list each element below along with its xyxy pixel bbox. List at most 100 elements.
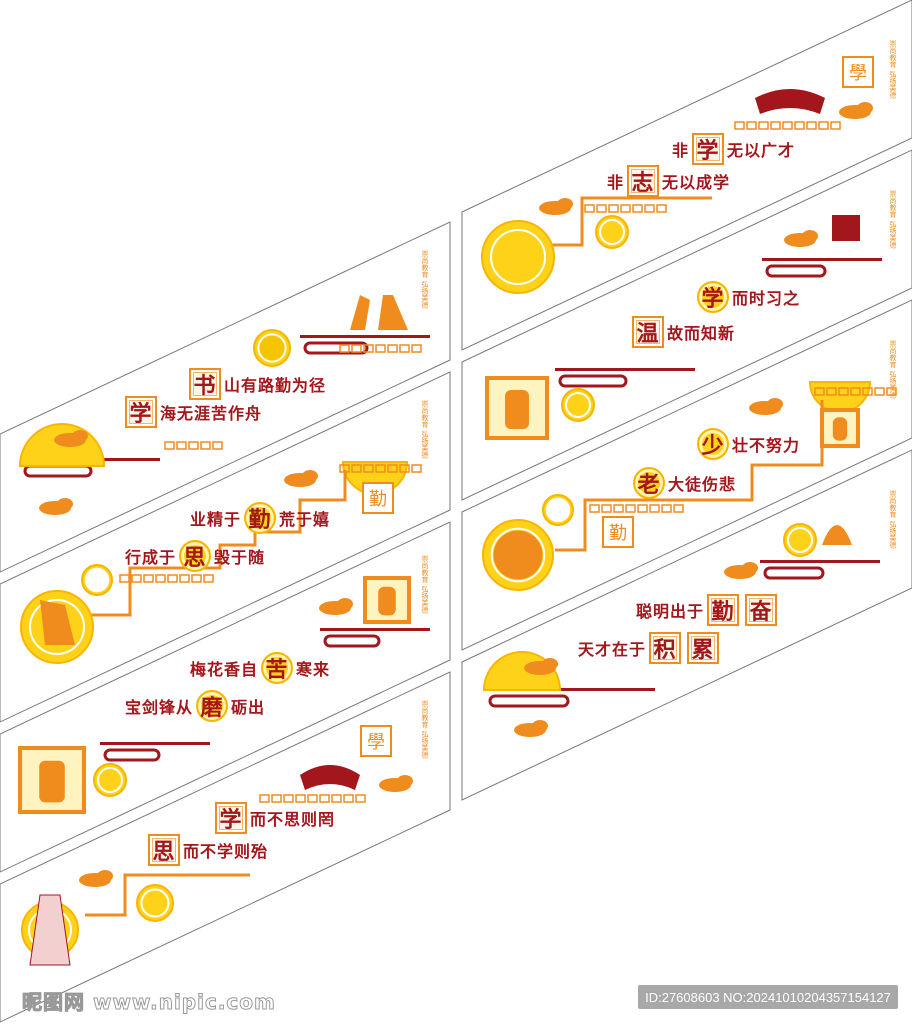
key-character: 学 <box>697 281 729 313</box>
book-icon <box>832 215 860 241</box>
scroll-stripe <box>558 374 628 388</box>
fret-pattern <box>637 504 648 513</box>
fret-pattern <box>155 574 166 583</box>
fret-pattern <box>818 121 829 130</box>
fret-pattern <box>203 574 214 583</box>
fret-pattern <box>746 121 757 130</box>
fret-pattern <box>584 204 595 213</box>
medallion-ring <box>257 333 287 363</box>
fret-pattern <box>200 441 211 450</box>
couplet-line: 温故而知新 <box>629 316 735 348</box>
panel-right-3 <box>461 299 912 651</box>
fret-pattern <box>673 504 684 513</box>
couplet-line: 学而时习之 <box>694 281 800 313</box>
medallion-ring <box>140 888 170 918</box>
red-stripe <box>320 628 430 631</box>
stair-line <box>540 196 712 247</box>
fret-pattern <box>782 121 793 130</box>
fret-pattern <box>176 441 187 450</box>
reading-children-icon <box>350 295 408 330</box>
scroll-stripe <box>763 566 825 580</box>
scroll-stripe <box>488 694 570 708</box>
scroll-stripe <box>323 634 381 648</box>
cloud-icon <box>97 870 113 882</box>
seal-stamp: 學 <box>360 725 392 757</box>
couplet-line: 宝剑锋从磨砺出 <box>125 690 265 722</box>
medallion-center <box>547 499 569 521</box>
fret-pattern <box>188 441 199 450</box>
motto-vertical-text: 崇尚教育 弘扬美德 <box>421 555 429 614</box>
figure-silhouette <box>832 417 848 441</box>
couplet-line: 学而不思则罔 <box>212 802 335 834</box>
couplet-line: 行成于思毁于随 <box>125 540 265 572</box>
fret-pattern <box>656 204 667 213</box>
cloud-icon <box>302 470 318 482</box>
fret-pattern <box>874 387 885 396</box>
cloud-icon <box>532 720 548 732</box>
couplet-line: 天才在于积累 <box>578 632 722 664</box>
red-stripe <box>100 742 210 745</box>
panel-left-4 <box>0 671 451 1023</box>
fan-icon <box>300 765 360 790</box>
key-character: 奋 <box>745 594 778 626</box>
couplet-text: 天才在于 <box>578 640 647 659</box>
cloud-icon <box>542 658 558 670</box>
medallion-ring <box>490 527 546 583</box>
scroll-stripe <box>103 748 161 762</box>
key-character: 少 <box>697 428 729 460</box>
red-stripe <box>555 368 695 371</box>
couplet-text: 壮不努力 <box>732 436 801 455</box>
cloud-icon <box>397 775 413 787</box>
fret-pattern <box>191 574 202 583</box>
couplet-line: 聪明出于勤奋 <box>636 594 780 626</box>
couplet-text: 业精于 <box>190 510 242 529</box>
fret-pattern <box>295 794 306 803</box>
couplet-text: 无以广才 <box>727 141 796 160</box>
cloud-icon <box>742 562 758 574</box>
fret-pattern <box>608 204 619 213</box>
medallion-center <box>259 335 285 361</box>
fret-pattern <box>644 204 655 213</box>
figure-silhouette <box>378 586 396 616</box>
fret-pattern <box>596 204 607 213</box>
fret-pattern <box>620 204 631 213</box>
couplet-text: 大徒伤悲 <box>668 475 737 494</box>
fret-pattern <box>387 344 398 353</box>
figure-silhouette <box>505 390 529 429</box>
cloud-icon <box>57 498 73 510</box>
confucius-figure-icon <box>29 894 71 966</box>
motto-vertical-text: 崇尚教育 弘扬美德 <box>889 340 897 399</box>
fret-pattern <box>399 344 410 353</box>
cloud-icon <box>557 198 573 210</box>
key-character: 学 <box>125 396 157 428</box>
key-character: 思 <box>179 540 212 572</box>
figure-on-cloud-icon <box>822 525 852 545</box>
figure-silhouette <box>39 760 65 803</box>
seal-stamp: 學 <box>842 56 874 88</box>
fret-pattern <box>375 464 386 473</box>
fret-pattern <box>363 344 374 353</box>
fret-pattern <box>794 121 805 130</box>
cloud-icon <box>857 102 873 114</box>
motto-vertical-text: 崇尚教育 弘扬美德 <box>421 400 429 459</box>
medallion-center <box>493 530 543 580</box>
medallion-ring <box>490 229 546 285</box>
key-character: 书 <box>189 368 221 400</box>
medallion-ring <box>565 392 591 418</box>
couplet-text: 行成于 <box>125 548 177 567</box>
stair-line <box>555 400 824 552</box>
fret-pattern <box>886 387 897 396</box>
couplet-line: 少壮不努力 <box>694 428 800 460</box>
fret-pattern <box>343 794 354 803</box>
fret-pattern <box>632 204 643 213</box>
fret-pattern <box>212 441 223 450</box>
panel-right-1 <box>461 0 912 351</box>
couplet-text: 故而知新 <box>667 324 736 343</box>
couplet-text: 而时习之 <box>732 289 801 308</box>
fret-pattern <box>411 464 422 473</box>
medallion-ring <box>29 599 85 655</box>
key-character: 累 <box>687 632 720 664</box>
red-stripe <box>760 560 880 563</box>
couplet-line: 非志无以成学 <box>607 165 730 197</box>
fret-pattern <box>363 464 374 473</box>
